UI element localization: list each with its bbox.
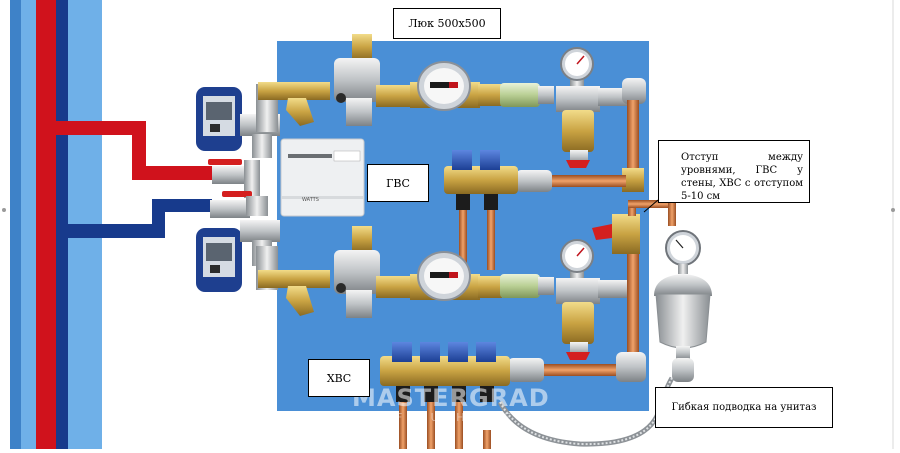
label-hot-water-text: ГВС <box>386 176 410 190</box>
water-meter-hot <box>410 61 480 111</box>
strainer-filter-hot <box>258 82 330 126</box>
shutoff-handle <box>592 224 612 240</box>
copper-pipe-cold-return <box>540 364 630 376</box>
label-level-offset-note: Отступ между уровнями, ГВС у стены, ХВС … <box>658 140 810 203</box>
cold-branch-pipe <box>56 199 212 238</box>
hot-branch-pipe <box>36 121 214 180</box>
label-hatch-size: Люк 500х500 <box>393 8 501 39</box>
controller-brand-label: WATTS <box>302 197 319 203</box>
cold-line <box>258 200 676 382</box>
manifold-valve-knob <box>452 150 472 170</box>
label-offset-text: Отступ между уровнями, ГВС у стены, ХВС … <box>681 152 803 202</box>
watermark-text: MASTERGRAD <box>352 384 550 412</box>
copper-pipe-hot-return <box>548 175 626 187</box>
expansion-tank <box>654 230 712 382</box>
leak-protection-valve-cold <box>196 220 280 292</box>
manifold-hot <box>444 150 518 270</box>
edge-handle-left <box>2 208 6 212</box>
watermark-subtext: FORUMHOUSE <box>396 411 516 424</box>
ball-valve-hot <box>208 159 260 198</box>
union-fitting-hot <box>500 83 540 107</box>
manifold-valve-knob <box>480 150 500 170</box>
manifold-valve-knob <box>476 342 496 362</box>
label-hatch-text: Люк 500х500 <box>408 17 486 30</box>
fine-filter-hot <box>556 47 600 168</box>
label-flex-hose-text: Гибкая подводка на унитаз <box>671 402 817 413</box>
manifold-cold <box>380 342 510 449</box>
manifold-valve-knob <box>420 342 440 362</box>
copper-pipe-cold-vertical <box>627 250 639 360</box>
label-hot-water: ГВС <box>367 164 429 202</box>
fine-filter-cold <box>556 239 600 360</box>
hot-riser-pipe <box>36 0 56 449</box>
tee-fitting-top <box>612 214 640 254</box>
ball-valve-cold <box>210 191 268 218</box>
label-flex-hose: Гибкая подводка на унитаз <box>655 387 833 428</box>
leak-controller-box <box>280 138 365 217</box>
label-cold-water: ХВС <box>308 359 370 397</box>
water-meter-cold <box>410 251 480 301</box>
copper-pipe-hot-vertical <box>627 100 639 180</box>
callout-line-offset <box>643 199 659 213</box>
manifold-valve-knob <box>392 342 412 362</box>
edge-handle-right <box>891 208 895 212</box>
pressure-reducer-hot <box>334 34 380 126</box>
label-cold-water-text: ХВС <box>326 371 352 385</box>
union-fitting-cold <box>500 274 540 298</box>
pressure-reducer-cold <box>334 226 380 318</box>
hot-line <box>258 34 646 192</box>
strainer-filter-cold <box>258 270 330 316</box>
manifold-valve-knob <box>448 342 468 362</box>
